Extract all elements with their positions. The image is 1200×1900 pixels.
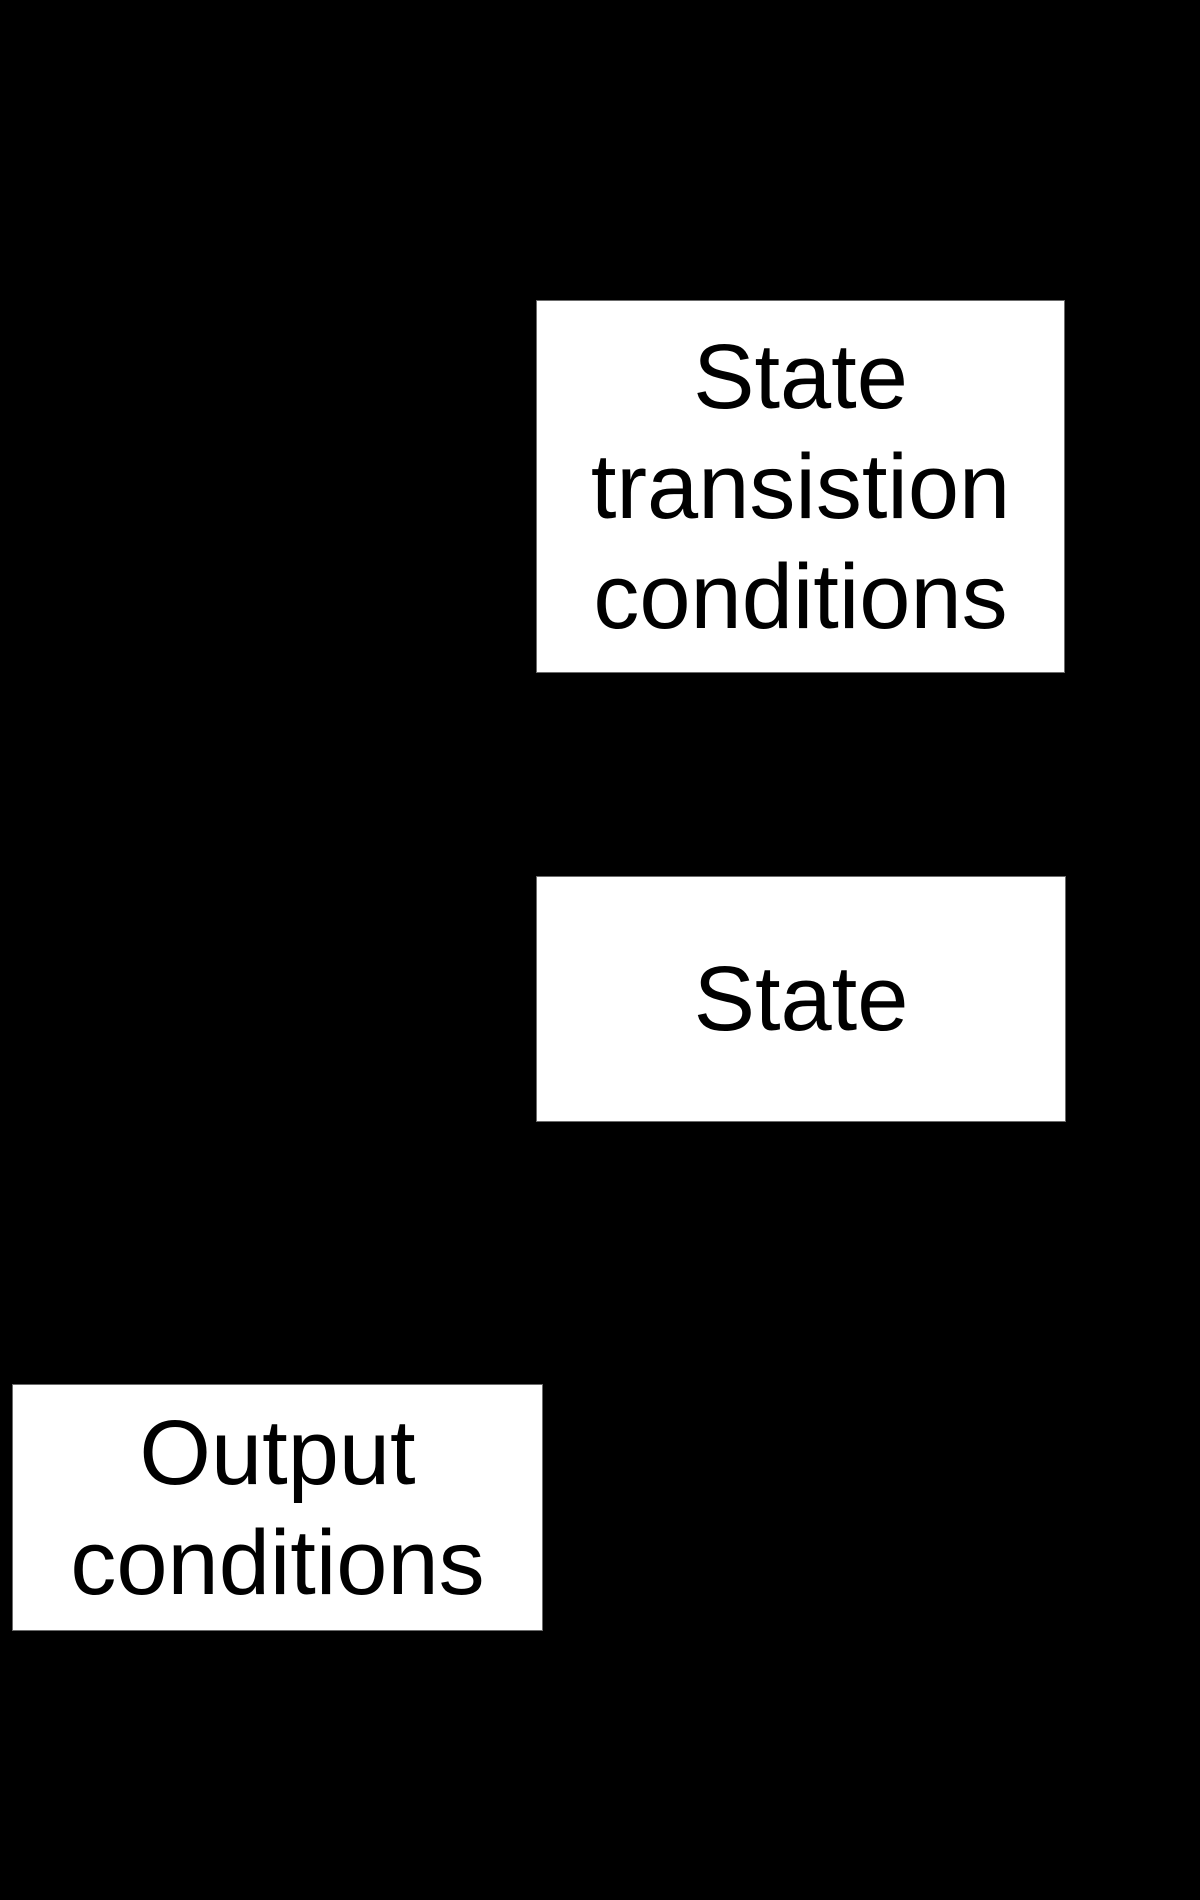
node-state: State: [536, 876, 1066, 1122]
node-output-conditions-label: Output conditions: [70, 1401, 485, 1614]
node-state-label: State: [693, 948, 909, 1050]
node-output-conditions: Output conditions: [12, 1384, 543, 1631]
node-state-transition-conditions-label: State transistion conditions: [590, 325, 1011, 648]
node-state-transition-conditions: State transistion conditions: [536, 300, 1065, 673]
